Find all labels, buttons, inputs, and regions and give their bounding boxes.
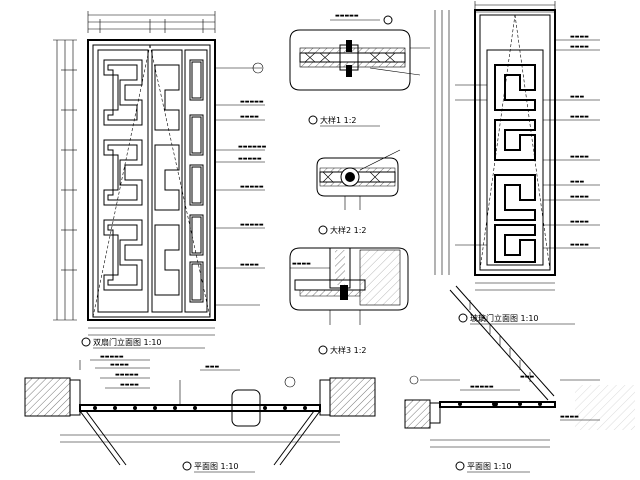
title-marker-icon bbox=[458, 313, 468, 323]
title-marker-icon bbox=[81, 337, 91, 347]
svg-text:▬▬▬▬: ▬▬▬▬ bbox=[120, 382, 139, 388]
svg-text:▬▬▬: ▬▬▬ bbox=[520, 374, 534, 380]
door-elevation-title: 双扇门立面图 1:10 bbox=[93, 337, 162, 347]
svg-text:▬▬▬: ▬▬▬ bbox=[570, 179, 584, 185]
svg-text:▬▬▬▬: ▬▬▬▬ bbox=[240, 114, 259, 120]
svg-text:▬▬▬▬: ▬▬▬▬ bbox=[110, 362, 129, 368]
svg-text:▬▬▬▬▬: ▬▬▬▬▬ bbox=[470, 384, 494, 390]
detail-3: ▬▬▬▬ 大样3 1:2 bbox=[289, 247, 409, 355]
svg-text:▬▬▬▬: ▬▬▬▬ bbox=[570, 154, 589, 160]
detail-1-title: 大样1 1:2 bbox=[320, 115, 357, 125]
svg-text:▬▬▬▬: ▬▬▬▬ bbox=[570, 219, 589, 225]
detail-1: ▬▬▬▬▬ 大样1 1:2 bbox=[289, 13, 430, 127]
svg-text:▬▬▬▬▬: ▬▬▬▬▬ bbox=[238, 156, 262, 162]
svg-text:▬▬▬: ▬▬▬ bbox=[205, 364, 219, 370]
svg-text:▬▬▬▬▬: ▬▬▬▬▬ bbox=[240, 222, 264, 228]
svg-text:▬▬▬▬: ▬▬▬▬ bbox=[292, 261, 311, 267]
svg-text:▬▬▬▬▬: ▬▬▬▬▬ bbox=[100, 354, 124, 360]
svg-text:▬▬▬▬▬: ▬▬▬▬▬ bbox=[240, 99, 264, 105]
title-marker-icon bbox=[308, 115, 318, 125]
svg-text:▬▬▬▬: ▬▬▬▬ bbox=[570, 242, 589, 248]
plan-1-title: 平面图 1:10 bbox=[194, 462, 239, 471]
svg-text:▬▬▬▬: ▬▬▬▬ bbox=[240, 262, 259, 268]
title-marker-icon bbox=[455, 461, 465, 471]
svg-text:▬▬▬▬▬: ▬▬▬▬▬ bbox=[240, 184, 264, 190]
svg-text:▬▬▬▬: ▬▬▬▬ bbox=[570, 44, 589, 50]
svg-text:▬▬▬▬: ▬▬▬▬ bbox=[570, 194, 589, 200]
detail-3-title: 大样3 1:2 bbox=[330, 345, 367, 355]
detail-2-title: 大样2 1:2 bbox=[330, 225, 367, 235]
plan-2-title: 平面图 1:10 bbox=[467, 462, 512, 471]
svg-text:▬▬▬▬: ▬▬▬▬ bbox=[570, 34, 589, 40]
detail-2: 大样2 1:2 bbox=[316, 149, 401, 235]
glass-door-elevation: ▬▬▬▬▬▬▬▬ ▬▬▬▬▬▬▬ ▬▬▬▬▬▬▬ ▬▬▬▬▬▬▬▬ ▬▬▬▬ 玻… bbox=[434, 1, 600, 325]
svg-text:▬▬▬▬▬: ▬▬▬▬▬ bbox=[115, 372, 139, 378]
title-marker-icon bbox=[182, 461, 192, 471]
svg-text:▬▬▬▬: ▬▬▬▬ bbox=[570, 114, 589, 120]
svg-text:▬▬▬▬: ▬▬▬▬ bbox=[560, 414, 579, 420]
plan-2: ▬▬▬▬▬▬▬▬ ▬▬▬▬ 平面图 1:10 bbox=[404, 285, 635, 473]
svg-text:▬▬▬: ▬▬▬ bbox=[570, 94, 584, 100]
svg-text:▬▬▬▬▬▬: ▬▬▬▬▬▬ bbox=[238, 144, 267, 150]
glass-door-title: 玻璃门立面图 1:10 bbox=[470, 313, 539, 323]
svg-text:▬▬▬▬▬: ▬▬▬▬▬ bbox=[335, 13, 359, 19]
plan-1: ▬▬▬▬▬▬▬▬▬ ▬▬▬▬▬▬▬▬▬ ▬▬▬ 平面图 1:10 bbox=[24, 354, 376, 473]
double-door-elevation: ▬▬▬▬▬▬▬▬▬ ▬▬▬▬▬▬▬▬▬▬▬ ▬▬▬▬▬▬▬▬▬▬ ▬▬▬▬ 双扇… bbox=[53, 11, 267, 349]
title-marker-icon bbox=[318, 345, 328, 355]
title-marker-icon bbox=[318, 225, 328, 235]
